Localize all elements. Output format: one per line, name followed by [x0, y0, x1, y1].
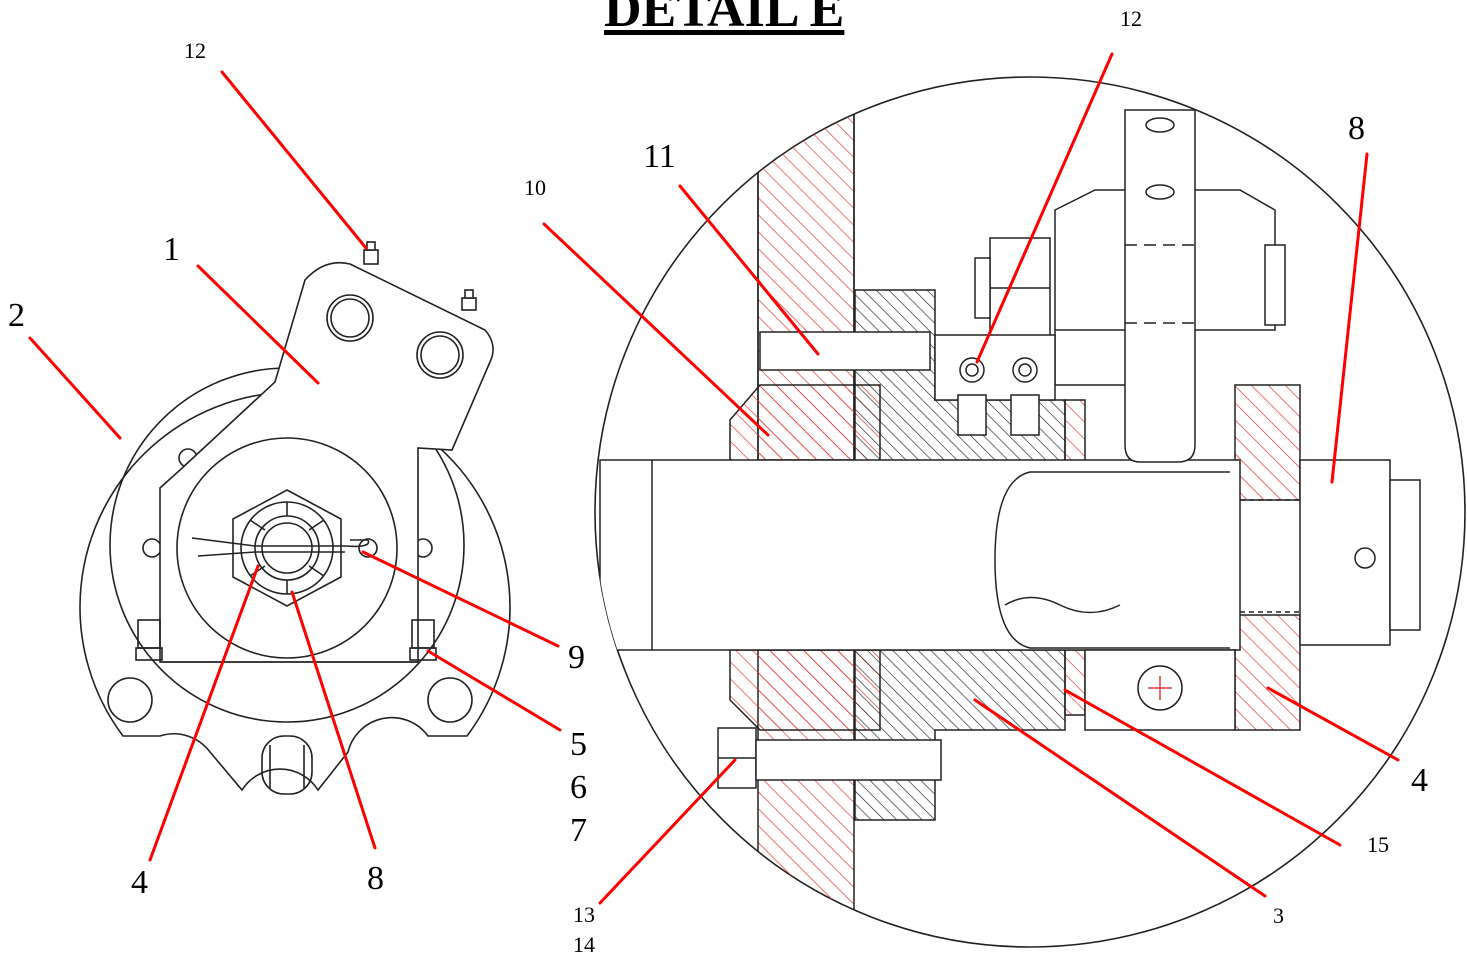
label-12-right: 12: [1120, 6, 1142, 31]
shaft: [599, 459, 1241, 651]
label-14: 14: [573, 932, 595, 957]
label-7: 7: [570, 812, 587, 849]
label-10: 10: [524, 175, 546, 200]
label-9: 9: [568, 639, 585, 676]
label-1: 1: [163, 231, 180, 268]
detail-circle: [594, 76, 1466, 948]
label-15: 15: [1367, 832, 1389, 857]
outer-flange: [79, 391, 511, 792]
collar-4: [1234, 384, 1301, 501]
label-2: 2: [8, 297, 25, 334]
page-title: DETAIL E: [604, 0, 845, 38]
label-8-right: 8: [1348, 110, 1365, 147]
label-13: 13: [573, 902, 595, 927]
label-8-left: 8: [367, 860, 384, 897]
cotter-pin[interactable]: [191, 537, 370, 548]
label-12-left: 12: [184, 38, 206, 63]
leader-lines: [28, 52, 1400, 905]
detail-view: [594, 76, 1466, 948]
label-4-left: 4: [131, 864, 148, 901]
label-11: 11: [643, 138, 676, 175]
label-3: 3: [1273, 903, 1284, 928]
castle-nut[interactable]: [232, 489, 342, 607]
label-4-right: 4: [1411, 762, 1428, 799]
left-view: [79, 241, 511, 795]
hub-circle: [176, 437, 398, 659]
label-6: 6: [570, 769, 587, 806]
label-5: 5: [570, 726, 587, 763]
